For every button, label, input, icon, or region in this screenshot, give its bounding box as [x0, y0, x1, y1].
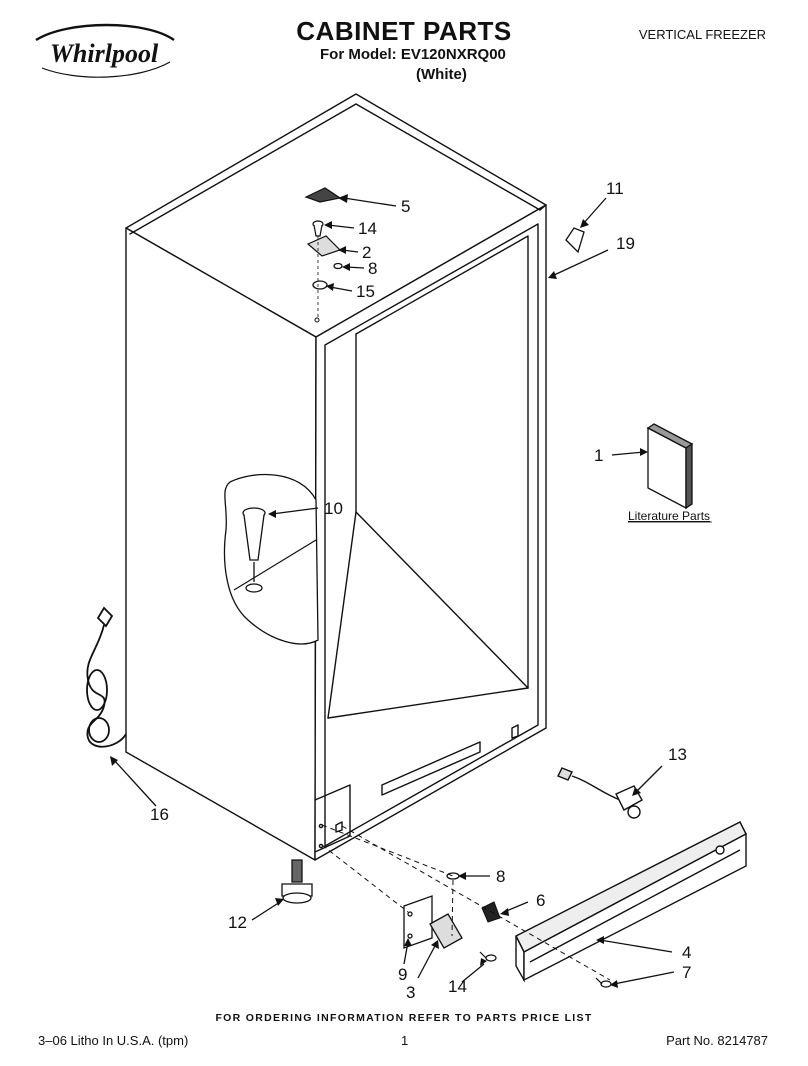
grille-mount-screw [595, 977, 612, 988]
grille-screw [479, 951, 497, 962]
literature-label: Literature Parts [628, 509, 710, 523]
callout-8-lower: 8 [496, 867, 505, 886]
product-type: VERTICAL FREEZER [638, 27, 766, 42]
callout-5: 5 [401, 197, 410, 216]
leader-19 [551, 249, 609, 277]
leader-16 [113, 759, 157, 807]
part-number: Part No. 8214787 [666, 1033, 768, 1048]
callout-7: 7 [682, 963, 691, 982]
leader-10 [271, 507, 319, 515]
litho-info: 3–06 Litho In U.S.A. (tpm) [38, 1033, 189, 1048]
callout-8: 8 [368, 259, 377, 278]
drain-tube [242, 507, 266, 593]
leader-4 [599, 939, 673, 953]
leader-11 [582, 197, 607, 225]
leader-5 [343, 197, 397, 207]
callout-12: 12 [228, 913, 247, 932]
brand-text: Whirlpool [50, 39, 159, 68]
leader-14-low [461, 963, 485, 983]
leader-13 [635, 765, 663, 793]
page-title: CABINET PARTS [296, 16, 512, 46]
toe-grille [515, 821, 747, 983]
model-line: For Model: EV120NXRQ00 [320, 46, 506, 63]
callout-19: 19 [616, 234, 635, 253]
callout-13: 13 [668, 745, 687, 764]
callout-2: 2 [362, 243, 371, 262]
callout-14: 14 [358, 219, 377, 238]
washer-top [333, 262, 343, 270]
callout-15: 15 [356, 282, 375, 301]
leveling-leg [281, 859, 313, 904]
power-cord [86, 606, 127, 748]
color-line: (White) [416, 66, 467, 83]
hinge-bushing [312, 280, 328, 290]
callout-3: 3 [406, 983, 415, 1002]
callout-9: 9 [398, 965, 407, 984]
leader-12 [251, 901, 281, 921]
cabinet-front-flange [314, 204, 547, 861]
callout-16: 16 [150, 805, 169, 824]
callout-11: 11 [606, 179, 624, 198]
leader-3 [417, 943, 437, 979]
whirlpool-logo: Whirlpool [35, 23, 175, 78]
callout-10: 10 [324, 499, 343, 518]
callout-1: 1 [594, 446, 603, 465]
leader-7 [613, 971, 675, 985]
toe-grille-bracket [403, 895, 463, 949]
hinge-screw [312, 220, 324, 237]
leader-14-top [327, 224, 355, 229]
leader-1 [611, 451, 645, 456]
literature-parts [646, 423, 694, 510]
callout-4: 4 [682, 943, 691, 962]
leader-15 [329, 286, 353, 292]
callout-6: 6 [536, 891, 545, 910]
ordering-note: FOR ORDERING INFORMATION REFER TO PARTS … [215, 1012, 593, 1024]
wire-harness [557, 767, 643, 819]
plug [565, 227, 585, 254]
page-number: 1 [401, 1033, 409, 1048]
callout-14-lower: 14 [448, 977, 467, 996]
